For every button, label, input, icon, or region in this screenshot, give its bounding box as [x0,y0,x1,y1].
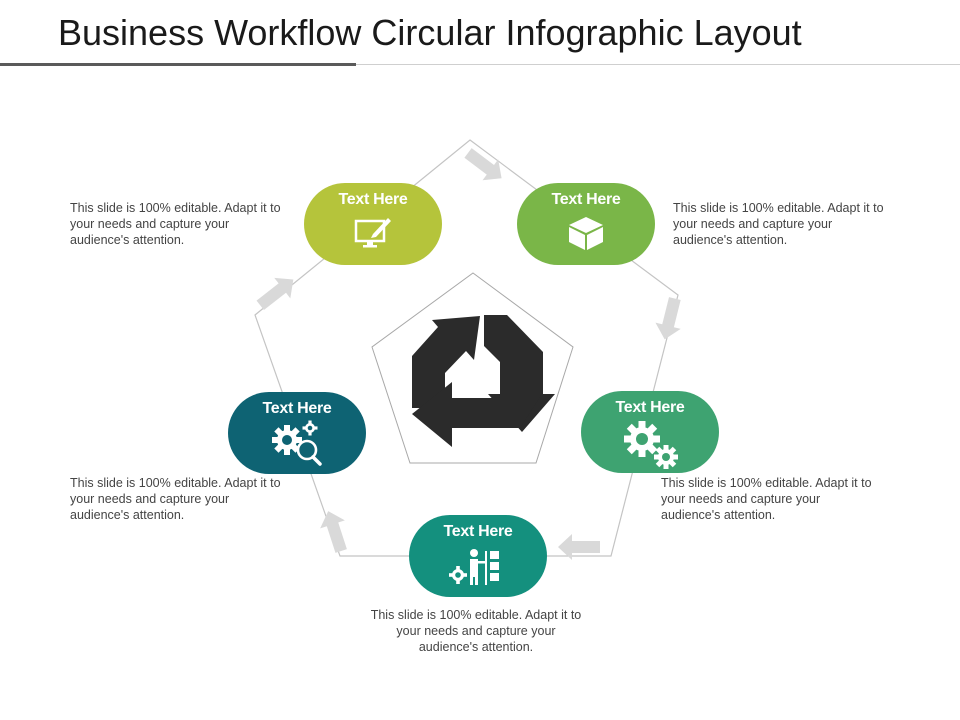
flow-arrow-3 [558,534,600,560]
workflow-person-icon [449,549,499,585]
step-5-label: Text Here [262,400,332,417]
gear-magnifier-icon [272,420,322,466]
monitor-pen-icon [354,218,391,248]
step-1-description: This slide is 100% editable. Adapt it to… [70,201,281,247]
step-1-pill[interactable]: Text Here [304,183,442,265]
title-accent-bar [0,63,356,66]
flow-arrow-5 [256,277,294,311]
page-title: Business Workflow Circular Infographic L… [58,12,802,53]
flow-arrow-1 [464,148,502,181]
step-4-label: Text Here [443,523,513,540]
step-5-pill[interactable]: Text Here [228,392,366,474]
step-2-pill[interactable]: Text Here [517,183,655,265]
gears-icon [624,421,678,469]
step-5-description: This slide is 100% editable. Adapt it to… [70,476,281,522]
title-divider [0,64,960,65]
step-4-description: This slide is 100% editable. Adapt it to… [370,608,582,654]
step-2-description: This slide is 100% editable. Adapt it to… [673,201,884,247]
flow-arrow-2 [655,297,681,340]
recycle-arrows-icon [412,315,555,447]
step-4-pill[interactable]: Text Here [409,515,547,597]
inner-pentagon [371,272,574,464]
step-1-label: Text Here [338,191,408,208]
step-3-description: This slide is 100% editable. Adapt it to… [661,476,872,522]
step-2-label: Text Here [551,191,621,208]
step-3-label: Text Here [615,399,685,416]
step-3-pill[interactable]: Text Here [581,391,719,473]
flow-arrow-4 [320,511,347,553]
cube-icon [569,217,603,250]
